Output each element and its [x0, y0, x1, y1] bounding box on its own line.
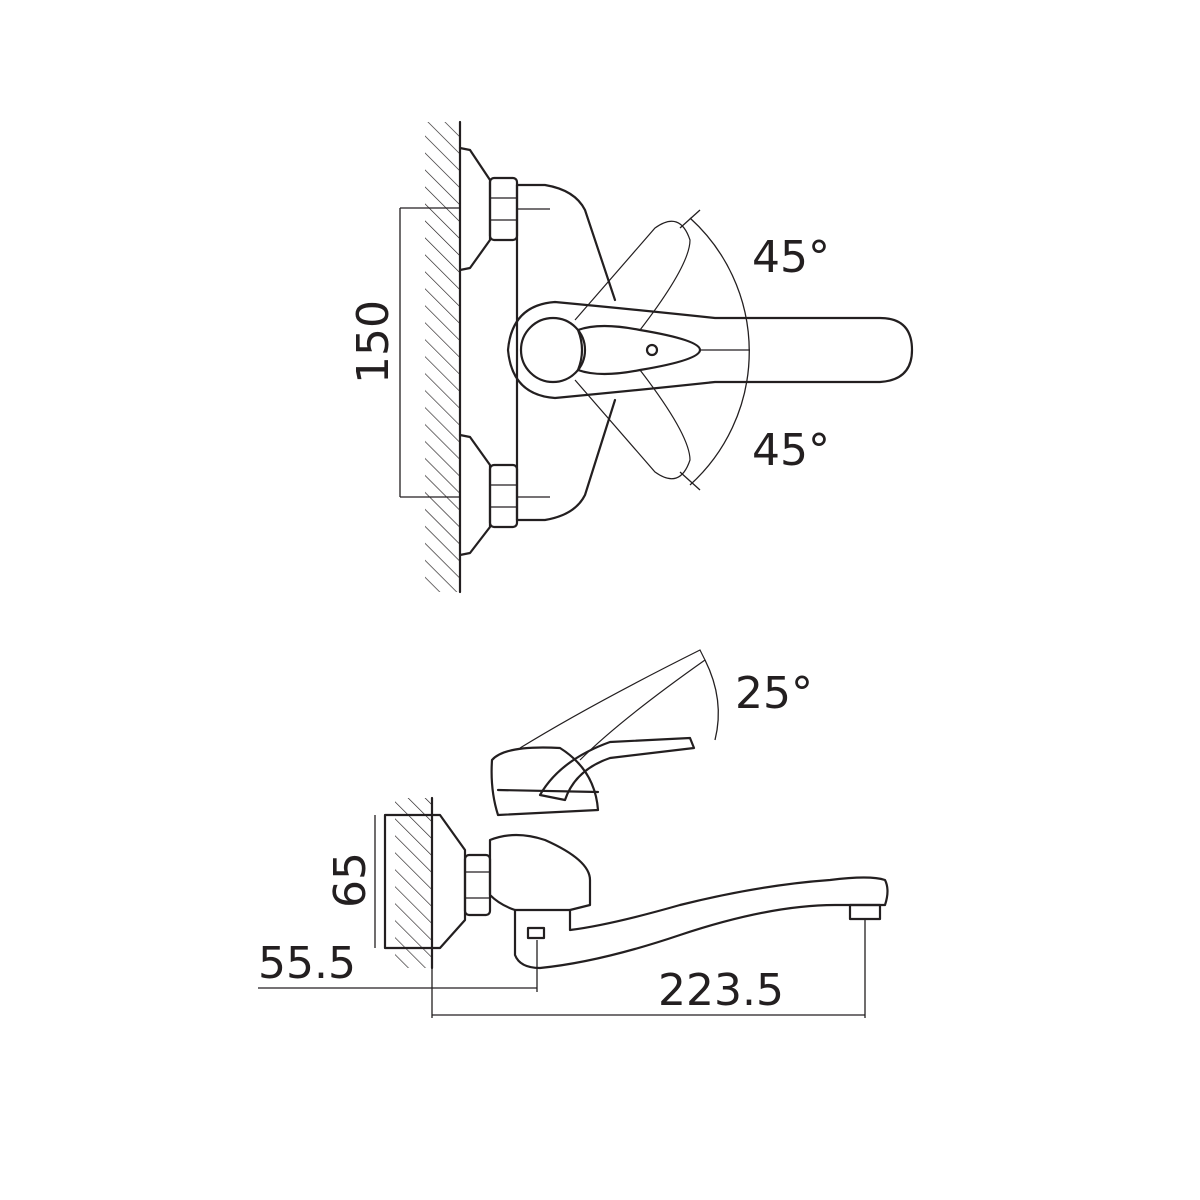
lever-rotated-up — [574, 220, 691, 331]
body-lower-edge — [515, 398, 617, 522]
wall-hatch-side — [395, 798, 432, 968]
lever-grip — [576, 324, 702, 376]
flange-side — [383, 813, 467, 950]
spout — [513, 876, 889, 970]
upper-flange — [458, 146, 492, 272]
angle-down-label: 45° — [752, 425, 830, 476]
height-label-65: 65 — [325, 852, 376, 908]
lower-nut — [488, 463, 519, 529]
upper-nut — [488, 176, 519, 242]
offset-label-55-5: 55.5 — [258, 938, 356, 989]
top-view: 150 45° 45° — [348, 120, 914, 594]
wall-hatch — [425, 122, 460, 592]
side-view: 25° 65 55.5 223.5 — [258, 649, 889, 1018]
lever-side — [538, 736, 696, 802]
nut-side — [463, 853, 492, 917]
height-label-150: 150 — [348, 300, 399, 384]
lower-flange — [458, 433, 492, 557]
cartridge-housing — [490, 746, 600, 817]
rotation-arc — [689, 217, 750, 486]
angle-up-label: 45° — [752, 232, 830, 283]
lever-angle-label: 25° — [735, 668, 813, 719]
tilt-arc — [704, 659, 719, 741]
lever-handle — [506, 300, 914, 400]
lever-raised — [519, 649, 706, 761]
lever-cap — [519, 316, 587, 384]
aerator-inlet — [526, 926, 546, 940]
reach-label-223-5: 223.5 — [658, 965, 784, 1016]
valve-body — [488, 833, 592, 912]
body-upper-edge — [515, 183, 617, 302]
aerator — [848, 903, 882, 921]
lever-rotated-down — [574, 369, 691, 480]
